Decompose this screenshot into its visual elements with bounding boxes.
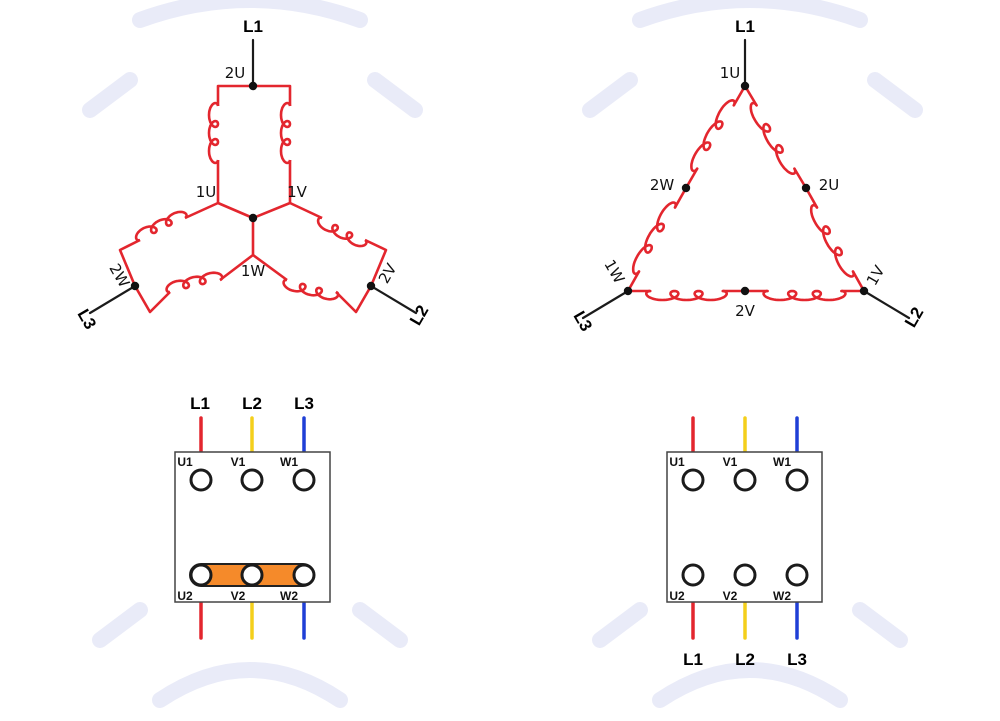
star-terminal-1v: 1V [287,183,308,201]
box-delta-bottom-stud-2 [785,563,809,587]
box-star-label-w2: W2 [280,589,298,603]
star-lead-l3 [88,284,137,315]
delta-terminal-1v: 1V [863,262,889,289]
box-star-bottom-stud-0 [189,563,213,587]
box-delta-bottom-stud-0 [681,563,705,587]
box-star-top-stud-1 [240,468,264,492]
box-star-line-label-l1: L1 [190,394,210,413]
delta-coil-bottom-right [809,203,856,278]
box-delta-line-label-l3: L3 [787,650,807,669]
delta-node-1v [859,286,869,296]
star-u-wire-right-top [253,84,292,106]
star-node-2w [130,281,140,291]
star-terminal-1u: 1U [196,183,217,201]
star-coil-w-lower [165,271,224,294]
box-star-label-v1: V1 [231,455,246,469]
star-coil-v-lower [282,278,340,301]
star-lead-l2 [369,284,418,315]
delta-coil-top-right [749,101,797,175]
star-line-label-l2: L2 [406,302,432,329]
delta-line-label-l2: L2 [901,304,927,331]
box-delta-top-stud-0 [681,468,705,492]
delta-coil-top-left [690,99,736,173]
box-delta-label-u1: U1 [669,455,685,469]
box-delta-top-stud-2 [785,468,809,492]
box-delta-line-label-l1: L1 [683,650,703,669]
box-delta-line-label-l2: L2 [735,650,755,669]
delta-terminal-2v: 2V [735,302,756,320]
box-star-bottom-stud-1 [240,563,264,587]
box-delta-label-w1: W1 [773,455,791,469]
star-w-wire-lower-out [133,285,171,314]
star-node-center [248,213,258,223]
star-coil-u-left [207,101,220,165]
box-star-label-u1: U1 [177,455,193,469]
delta-coil-base-left [644,289,729,302]
delta-coil-base-right [762,289,847,302]
delta-node-1u [740,81,750,91]
terminal-box-delta: U1 V1 W1 U2 V2 W2 L1 L2 L3 [666,416,823,669]
star-node-2u [248,81,258,91]
box-star-label-v2: V2 [231,589,246,603]
delta-terminal-1w: 1W [600,256,628,286]
star-coil-w-upper [134,210,188,242]
star-coil-v-upper [316,216,368,248]
star-coil-u-right [279,101,292,165]
star-winding-diagram: L1 L3 L2 2U 1U 1V 1W 2W 2V [74,17,433,333]
delta-terminal-1u: 1U [720,64,741,82]
box-star-line-label-l2: L2 [242,394,262,413]
box-delta-label-v1: V1 [723,455,738,469]
watermark [82,0,923,708]
delta-node-2u [801,183,811,193]
box-star-label-w1: W1 [280,455,298,469]
star-terminal-2u: 2U [225,64,246,82]
delta-lead-l3 [581,289,630,320]
star-v-wire-upper-out [364,238,388,287]
star-v-wire-upper-in [289,201,323,220]
star-u-wire-right-bottom [252,160,292,220]
star-u-wire-left-bottom [216,160,254,220]
star-terminal-2v: 2V [375,260,401,287]
delta-lead-l2 [862,289,911,320]
star-v-wire-lower-in [252,253,288,282]
box-delta-label-u2: U2 [669,589,685,603]
box-star-bottom-stud-2 [292,563,316,587]
box-star-top-stud-2 [292,468,316,492]
box-delta-label-w2: W2 [773,589,791,603]
terminal-box-star: L1 L2 L3 U1 V1 W1 U2 V2 W2 [174,394,331,640]
delta-coil-bottom-left [631,201,678,276]
box-star-line-label-l3: L3 [294,394,314,413]
star-u-wire-left-top [216,84,253,106]
delta-node-1w [623,286,633,296]
box-delta-top-stud-1 [733,468,757,492]
star-terminal-2w: 2W [105,260,133,290]
star-w-wire-upper-in [184,201,219,220]
star-w-wire-upper-out [118,238,141,287]
box-delta-label-v2: V2 [723,589,738,603]
star-terminal-1w: 1W [241,262,266,280]
star-node-2v [366,281,376,291]
delta-terminal-2u: 2U [819,176,840,194]
delta-node-2w [681,183,691,193]
star-line-label-l1: L1 [243,17,263,36]
box-star-top-stud-0 [189,468,213,492]
box-star-label-u2: U2 [177,589,193,603]
delta-line-label-l1: L1 [735,17,755,36]
delta-node-2v [740,286,750,296]
delta-winding-diagram: L1 L3 L2 1U 2U 2W 2V 1W 1V [570,17,928,335]
delta-terminal-2w: 2W [650,176,675,194]
star-v-wire-lower-out [335,285,373,314]
box-delta-bottom-stud-1 [733,563,757,587]
